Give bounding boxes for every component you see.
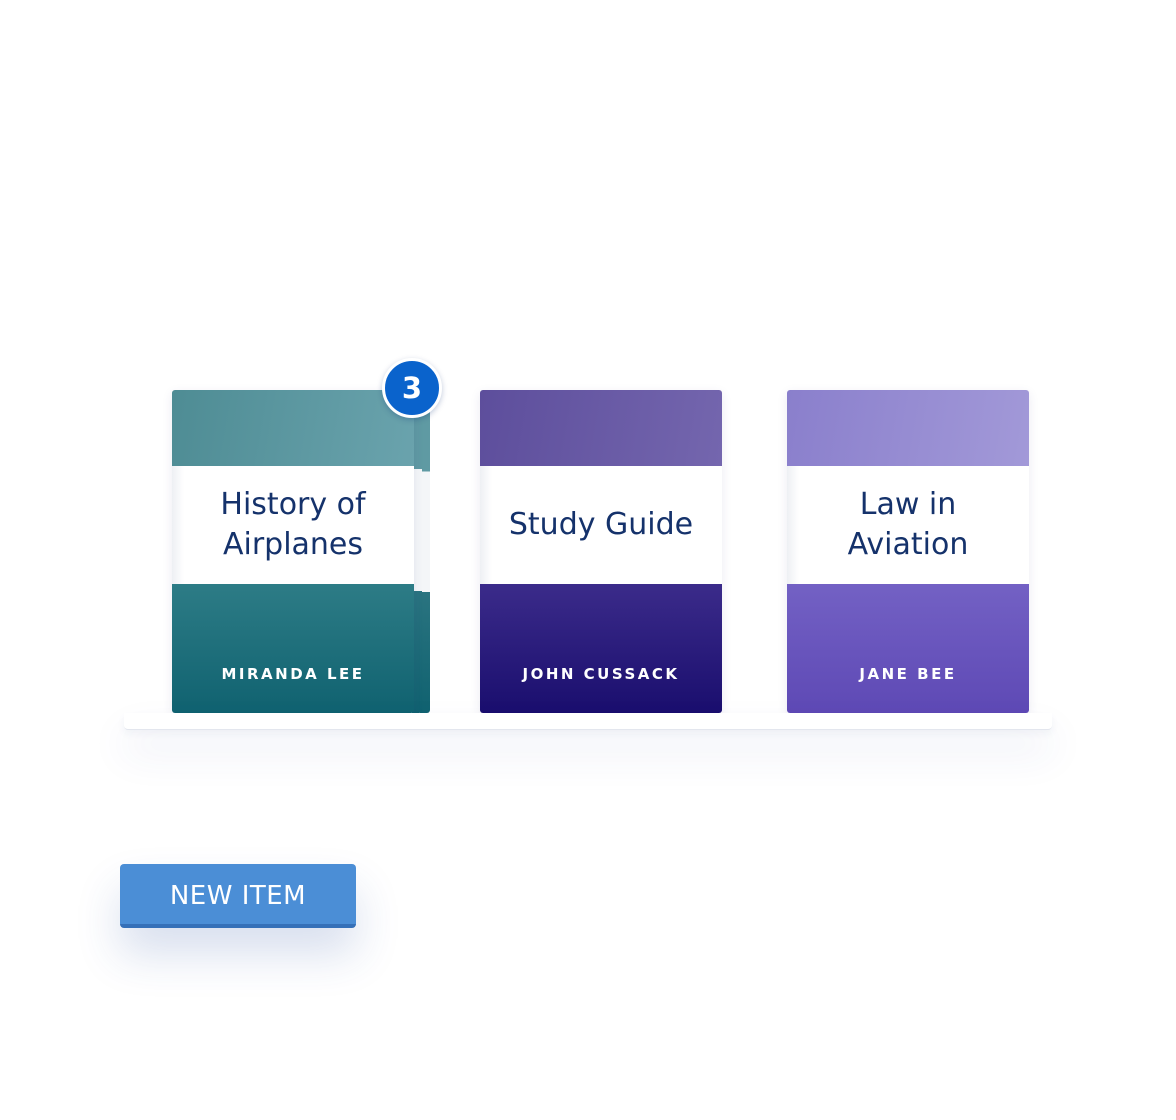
- stack-count-badge: 3: [382, 358, 442, 418]
- book-title: Law in Aviation: [847, 487, 969, 562]
- stacked-book-edge: [412, 392, 422, 713]
- book-author: MIRANDA LEE: [221, 665, 365, 683]
- book-cover-bottom: JOHN CUSSACK: [480, 584, 722, 713]
- book-cover-bottom: MIRANDA LEE: [172, 584, 414, 713]
- book-cover-top: [787, 390, 1029, 466]
- book-cover-bottom: JANE BEE: [787, 584, 1029, 713]
- book-title: History of Airplanes: [220, 487, 366, 562]
- shelf-plank: [124, 713, 1052, 730]
- book-author: JANE BEE: [859, 665, 957, 683]
- book-study-guide[interactable]: Study Guide JOHN CUSSACK: [480, 390, 722, 713]
- book-author: JOHN CUSSACK: [522, 665, 680, 683]
- book-title-band: Law in Aviation: [787, 466, 1029, 584]
- book-title-band: History of Airplanes: [172, 466, 414, 584]
- new-item-button[interactable]: NEW ITEM: [120, 864, 356, 928]
- stacked-book-edge: [420, 395, 430, 713]
- book-cover-top: [172, 390, 414, 466]
- book-law-in-aviation[interactable]: Law in Aviation JANE BEE: [787, 390, 1029, 713]
- book-title-band: Study Guide: [480, 466, 722, 584]
- book-cover-top: [480, 390, 722, 466]
- book-history-of-airplanes[interactable]: History of Airplanes MIRANDA LEE: [172, 390, 414, 713]
- book-title: Study Guide: [508, 507, 694, 542]
